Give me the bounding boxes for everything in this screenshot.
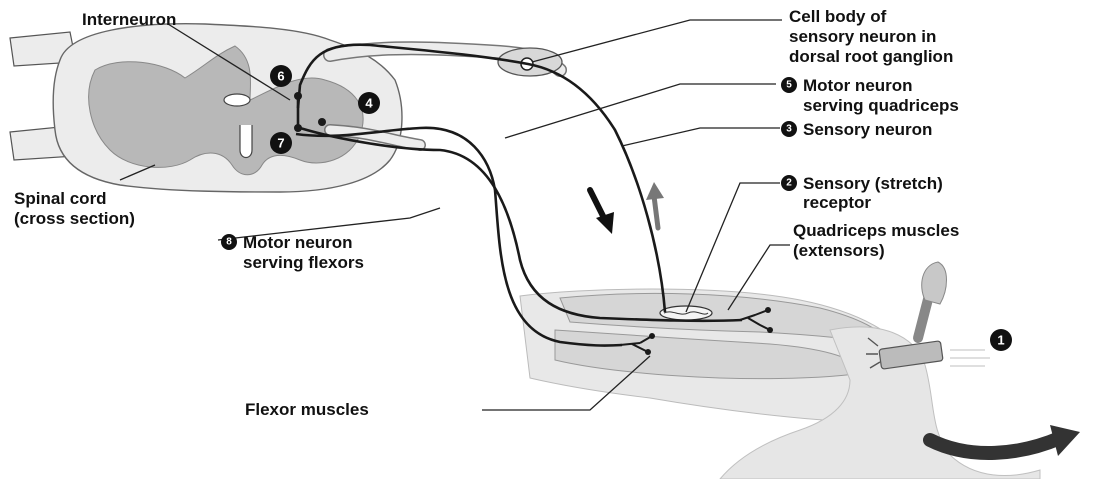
afferent-arrow — [654, 196, 658, 228]
svg-text:7: 7 — [277, 136, 284, 151]
label-cell-body-line3: dorsal root ganglion — [789, 47, 953, 66]
label-spinal-cord-line2: (cross section) — [14, 209, 135, 228]
leg-illustration — [520, 262, 1080, 479]
label-motor-quadriceps-line1: Motor neuron — [803, 76, 913, 95]
label-cell-body-line2: sensory neuron in — [789, 27, 936, 46]
step-badge-2: 2 — [781, 175, 797, 191]
label-motor-flexors-line2: serving flexors — [243, 253, 364, 272]
step-badge-6: 6 — [270, 65, 292, 87]
label-motor-flexors-line1: Motor neuron — [243, 233, 353, 252]
svg-text:4: 4 — [365, 96, 373, 111]
label-sensory-neuron: Sensory neuron — [803, 120, 932, 139]
svg-text:8: 8 — [226, 237, 232, 248]
svg-text:5: 5 — [786, 80, 792, 91]
label-interneuron: Interneuron — [82, 10, 176, 29]
step-badge-1: 1 — [990, 329, 1012, 351]
step-badge-7: 7 — [270, 132, 292, 154]
label-cell-body-line1: Cell body of — [789, 7, 887, 26]
label-receptor-line1: Sensory (stretch) — [803, 174, 943, 193]
svg-text:6: 6 — [277, 69, 284, 84]
step-badge-3: 3 — [781, 121, 797, 137]
step-badge-8: 8 — [221, 234, 237, 250]
step-badge-4: 4 — [358, 92, 380, 114]
step-badge-5: 5 — [781, 77, 797, 93]
svg-text:3: 3 — [786, 124, 792, 135]
label-spinal-cord-line1: Spinal cord — [14, 189, 107, 208]
label-quadriceps-line2: (extensors) — [793, 241, 885, 260]
svg-text:1: 1 — [997, 333, 1004, 348]
label-quadriceps-line1: Quadriceps muscles — [793, 221, 959, 240]
label-flexor-muscles: Flexor muscles — [245, 400, 369, 419]
label-motor-quadriceps-line2: serving quadriceps — [803, 96, 959, 115]
muscle-spindle-receptor — [660, 306, 712, 320]
svg-text:2: 2 — [786, 178, 792, 189]
label-receptor-line2: receptor — [803, 193, 871, 212]
